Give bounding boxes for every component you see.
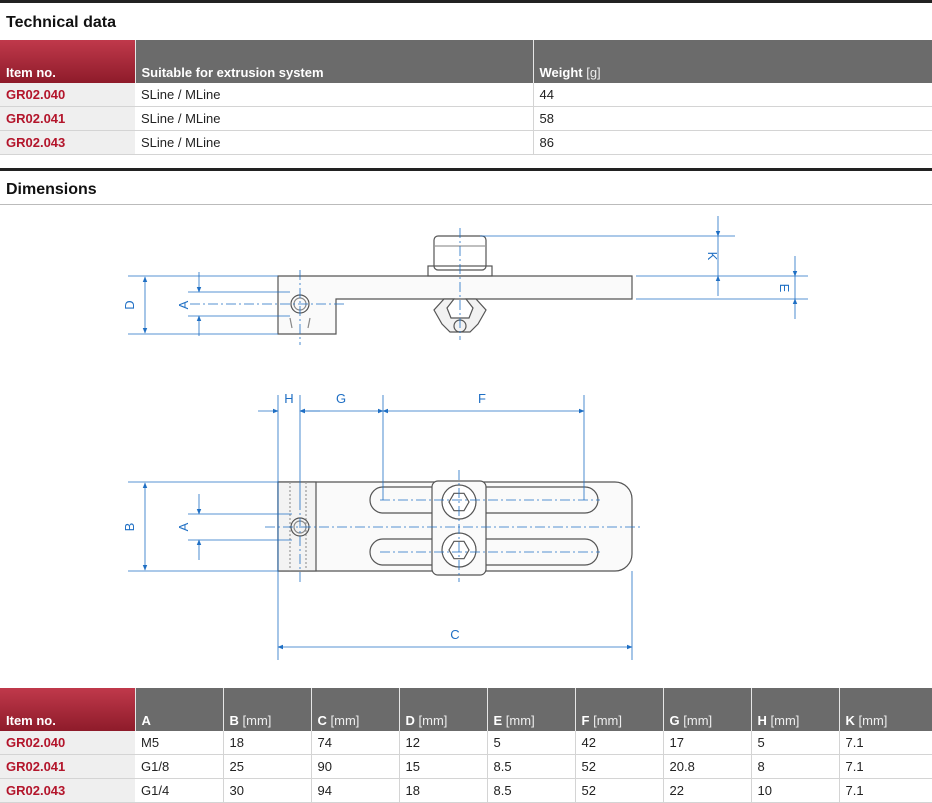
system-cell: SLine / MLine [135, 130, 534, 155]
table-row: GR02.043 G1/4 30 94 18 8.5 52 22 10 7.1 [0, 778, 932, 803]
cell-E: 5 [487, 731, 576, 755]
cell-K: 7.1 [839, 778, 932, 803]
item-no-cell: GR02.041 [0, 106, 135, 131]
col-A: A [135, 688, 224, 731]
item-no-cell: GR02.043 [0, 778, 135, 803]
cell-G: 22 [663, 778, 752, 803]
col-D: D [mm] [399, 688, 488, 731]
item-no-cell: GR02.041 [0, 754, 135, 779]
cell-F: 42 [575, 731, 664, 755]
section-rule-top [0, 0, 932, 3]
table-row: GR02.041 G1/8 25 90 15 8.5 52 20.8 8 7.1 [0, 754, 932, 779]
label-E: E [777, 284, 792, 293]
dimensions-rule [0, 204, 932, 205]
item-no-cell: GR02.043 [0, 130, 135, 155]
cell-H: 5 [751, 731, 840, 755]
table-row: GR02.040 M5 18 74 12 5 42 17 5 7.1 [0, 731, 932, 755]
label-K: K [705, 252, 720, 261]
dimensions-table: Item no. A B [mm] C [mm] D [mm] E [mm] F… [0, 688, 932, 803]
cell-A: G1/4 [135, 778, 224, 803]
table-row: GR02.041 SLine / MLine 58 [0, 106, 932, 131]
col-item-no: Item no. [0, 688, 136, 731]
cell-A: G1/8 [135, 754, 224, 779]
label-H: H [284, 391, 293, 406]
col-item-no: Item no. [0, 40, 136, 83]
cell-K: 7.1 [839, 731, 932, 755]
side-view [277, 235, 633, 335]
cell-F: 52 [575, 778, 664, 803]
hex-socket-upper-icon [448, 492, 470, 512]
cell-K: 7.1 [839, 754, 932, 779]
label-D-side: D [122, 300, 137, 309]
cell-D: 15 [399, 754, 488, 779]
cell-G: 17 [663, 731, 752, 755]
weight-cell: 44 [533, 83, 932, 107]
col-B: B [mm] [223, 688, 312, 731]
system-cell: SLine / MLine [135, 106, 534, 131]
cell-C: 74 [311, 731, 400, 755]
col-E: E [mm] [487, 688, 576, 731]
cell-F: 52 [575, 754, 664, 779]
cell-H: 10 [751, 778, 840, 803]
cell-G: 20.8 [663, 754, 752, 779]
table-row: GR02.040 SLine / MLine 44 [0, 83, 932, 107]
col-weight-label: Weight [539, 65, 583, 80]
cell-D: 12 [399, 731, 488, 755]
weight-cell: 58 [533, 106, 932, 131]
col-G: G [mm] [663, 688, 752, 731]
col-C: C [mm] [311, 688, 400, 731]
top-view-port-block [277, 481, 317, 572]
cell-B: 25 [223, 754, 312, 779]
cell-H: 8 [751, 754, 840, 779]
side-view-tnut [433, 298, 487, 333]
technical-data-table: Item no. Suitable for extrusion system W… [0, 40, 932, 155]
cell-C: 90 [311, 754, 400, 779]
col-weight-unit: [g] [586, 65, 601, 80]
cell-E: 8.5 [487, 778, 576, 803]
col-K: K [mm] [839, 688, 932, 731]
item-no-cell: GR02.040 [0, 731, 135, 755]
technical-data-title: Technical data [6, 14, 116, 31]
label-A-side: A [176, 300, 191, 309]
label-A-top: A [176, 522, 191, 531]
label-G: G [336, 391, 346, 406]
cell-B: 18 [223, 731, 312, 755]
top-view [277, 480, 633, 576]
label-B: B [122, 523, 137, 532]
system-cell: SLine / MLine [135, 83, 534, 107]
section-rule-dimensions [0, 168, 932, 171]
cell-B: 30 [223, 778, 312, 803]
table-header-row: Item no. A B [mm] C [mm] D [mm] E [mm] F… [0, 688, 932, 731]
dimensions-title: Dimensions [6, 181, 97, 198]
label-F: F [478, 391, 486, 406]
col-weight: Weight [g] [533, 40, 932, 83]
item-no-cell: GR02.040 [0, 83, 135, 107]
cell-D: 18 [399, 778, 488, 803]
technical-drawing: D A K E [122, 216, 808, 660]
cell-E: 8.5 [487, 754, 576, 779]
label-C: C [450, 627, 459, 642]
cell-C: 94 [311, 778, 400, 803]
weight-cell: 86 [533, 130, 932, 155]
side-view-channel [289, 317, 311, 329]
hex-socket-lower-icon [448, 540, 470, 560]
table-row: GR02.043 SLine / MLine 86 [0, 130, 932, 155]
col-H: H [mm] [751, 688, 840, 731]
cell-A: M5 [135, 731, 224, 755]
col-F: F [mm] [575, 688, 664, 731]
table-header-row: Item no. Suitable for extrusion system W… [0, 40, 932, 83]
col-extrusion-system: Suitable for extrusion system [135, 40, 534, 83]
